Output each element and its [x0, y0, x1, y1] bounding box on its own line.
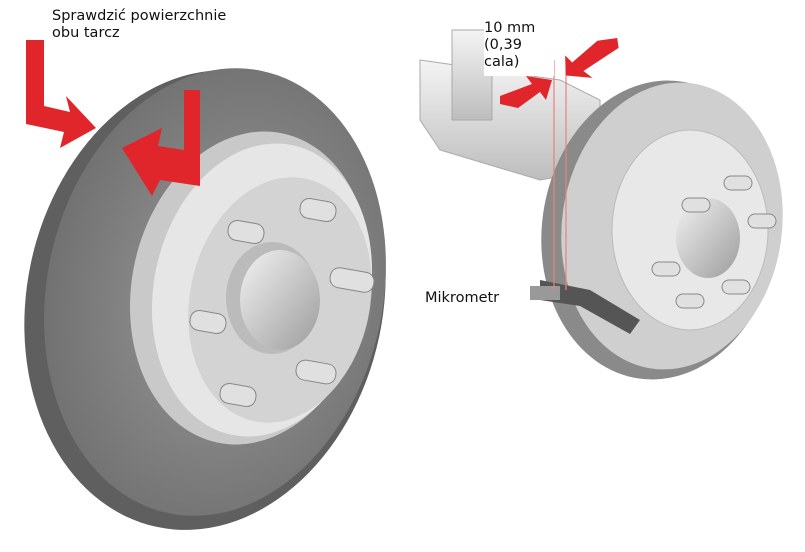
right-brake-assembly	[419, 29, 783, 380]
wheel-studs	[189, 197, 375, 408]
micrometer-tool	[540, 280, 640, 334]
thickness-guide-lines	[553, 60, 567, 290]
micrometer-label: Mikrometr	[425, 290, 500, 306]
measure-arrows	[500, 37, 619, 108]
inspection-arrows	[26, 40, 200, 196]
left-brake-disc	[24, 68, 386, 530]
hub-cap	[240, 250, 320, 350]
thickness-label: 10 mm (0,39 cala)	[484, 20, 536, 70]
check-surfaces-label: Sprawdzić powierzchnie obu tarcz	[52, 8, 227, 41]
